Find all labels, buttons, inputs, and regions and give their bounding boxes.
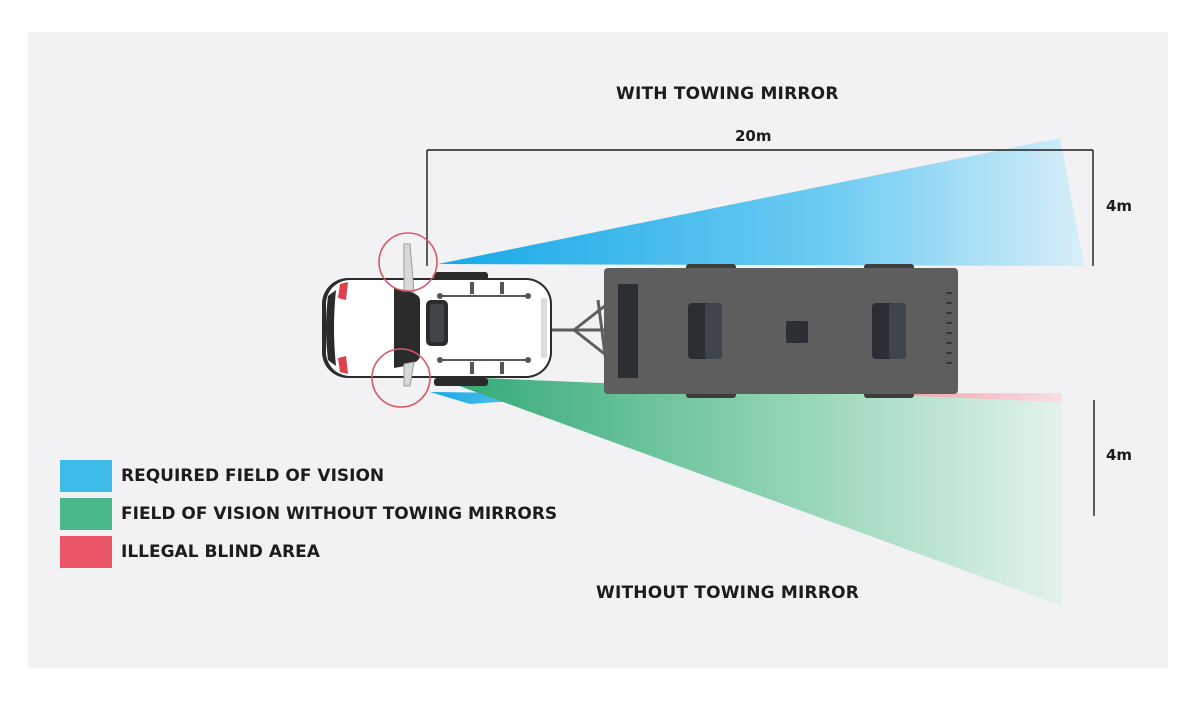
- legend-label: REQUIRED FIELD OF VISION: [121, 466, 385, 486]
- width-label-bottom: 4m: [1106, 446, 1133, 464]
- legend-swatch-red: [60, 536, 112, 568]
- legend-label: FIELD OF VISION WITHOUT TOWING MIRRORS: [121, 504, 558, 524]
- legend-swatch-green: [60, 498, 112, 530]
- heading-with-towing-mirror: WITH TOWING MIRROR: [616, 84, 839, 104]
- length-label-20m: 20m: [735, 127, 772, 145]
- legend-item-required-field: REQUIRED FIELD OF VISION: [60, 460, 557, 492]
- caravan: [604, 264, 958, 398]
- legend-label: ILLEGAL BLIND AREA: [121, 542, 320, 562]
- dimension-lines: [426, 149, 1095, 516]
- mirror-circle-bottom: [371, 348, 431, 408]
- legend-swatch-blue: [60, 460, 112, 492]
- car: [322, 243, 552, 387]
- legend: REQUIRED FIELD OF VISION FIELD OF VISION…: [60, 460, 557, 574]
- heading-without-towing-mirror: WITHOUT TOWING MIRROR: [596, 583, 860, 603]
- tow-bar: [550, 299, 608, 363]
- legend-item-without-mirrors: FIELD OF VISION WITHOUT TOWING MIRRORS: [60, 498, 557, 530]
- legend-item-blind-area: ILLEGAL BLIND AREA: [60, 536, 557, 568]
- field-without-mirrors: [432, 376, 1062, 606]
- width-label-top: 4m: [1106, 197, 1133, 215]
- mirror-circle-top: [378, 232, 438, 292]
- required-field-top: [438, 138, 1084, 266]
